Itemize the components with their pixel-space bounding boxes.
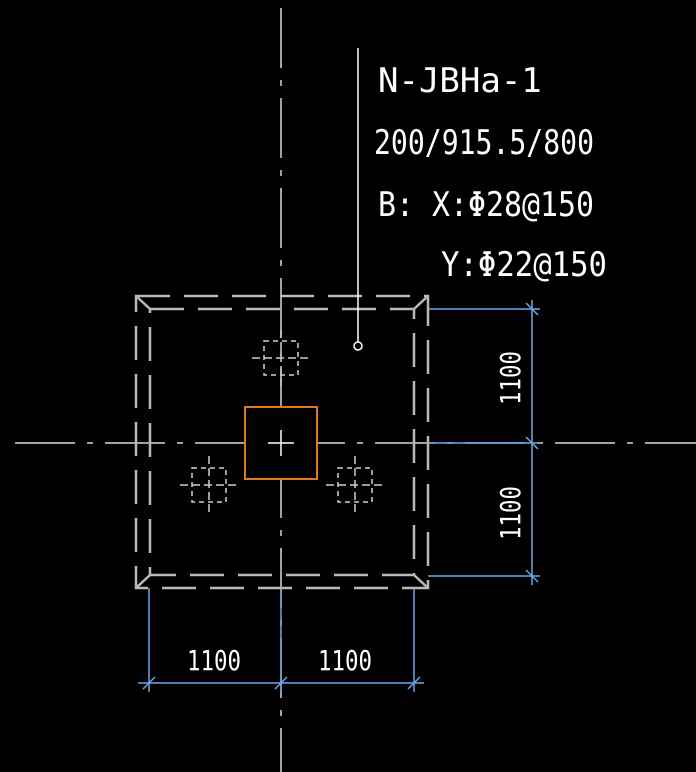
footing-inner-edge [148, 307, 416, 577]
footing-size-label: 200/915.5/800 [374, 123, 594, 163]
dimension-right-lower: 1100 [494, 486, 527, 540]
footing-name: N-JBHa-1 [378, 61, 542, 101]
footing-corner-tl [135, 295, 151, 310]
footing-corner-bl [135, 574, 151, 589]
leader-line [353, 48, 363, 351]
dimension-bottom-left: 1100 [187, 644, 241, 677]
footing-outline [134, 294, 430, 590]
dimension-right [428, 300, 540, 585]
title-block: N-JBHa-1 200/915.5/800 B: X:Φ28@150 Y:Φ2… [374, 61, 607, 285]
rebar-x-label: B: X:Φ28@150 [378, 185, 594, 225]
footing-corner-br [413, 574, 429, 589]
dimension-bottom [138, 588, 424, 692]
footing-corner-tr [413, 295, 429, 310]
dimension-right-upper: 1100 [494, 351, 527, 405]
footing-outer-edge [134, 294, 430, 590]
pile-top [252, 330, 310, 386]
pile-right [326, 456, 384, 513]
column [244, 406, 318, 480]
pile-markers [180, 330, 384, 513]
rebar-y-label: Y:Φ22@150 [441, 245, 607, 285]
pile-left [180, 456, 238, 513]
leader-dot [353, 341, 363, 351]
dimension-bottom-right: 1100 [318, 644, 372, 677]
column-outline [244, 406, 318, 480]
